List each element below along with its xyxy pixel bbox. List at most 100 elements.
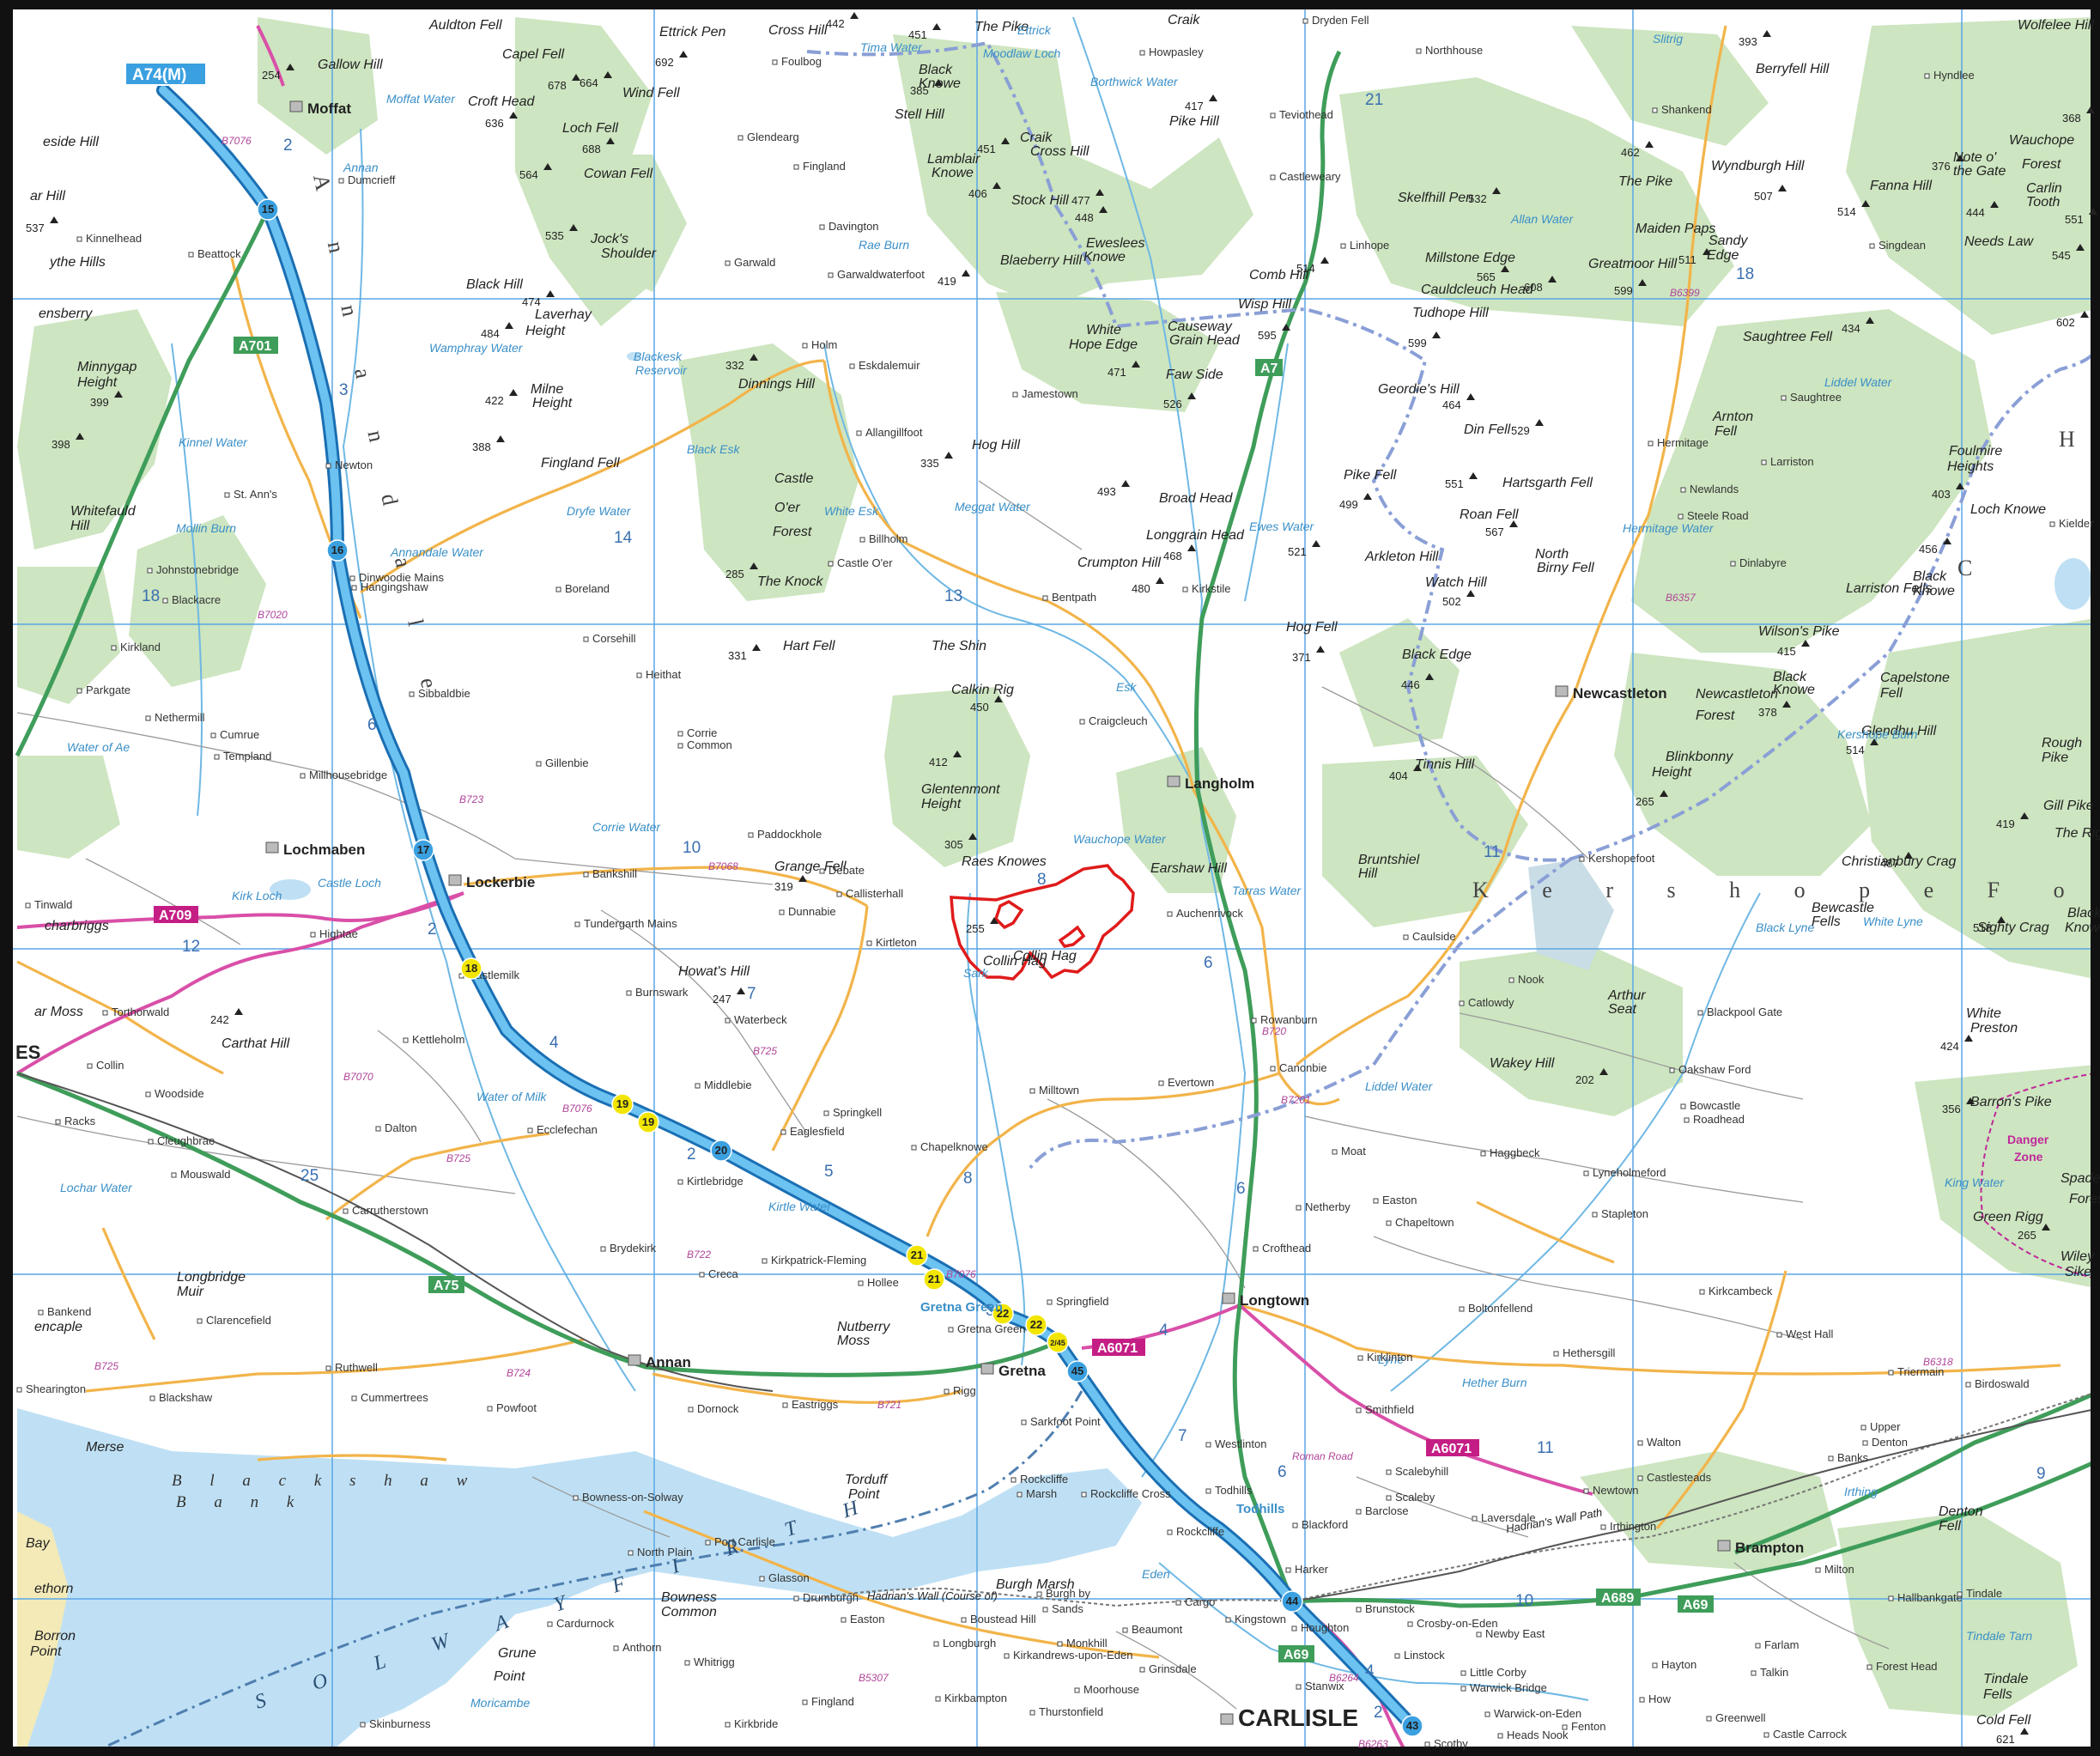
village-marker-icon	[1460, 1670, 1466, 1676]
hill-label: Cross Hill	[768, 23, 828, 38]
water-label: Wauchope Water	[1073, 832, 1167, 846]
town-label-lochmaben[interactable]: Lochmaben	[283, 842, 365, 858]
village-marker-icon	[1225, 1617, 1231, 1623]
village-label: Linstock	[1404, 1649, 1445, 1662]
village-marker-icon	[1697, 1010, 1703, 1016]
junction-marker[interactable]	[326, 539, 349, 562]
junction-marker[interactable]	[923, 1268, 945, 1291]
junction-marker[interactable]	[257, 198, 279, 221]
hill-label: Knowe	[2065, 921, 2100, 935]
hill-label: Bowness	[661, 1590, 717, 1605]
height-label: 621	[1996, 1733, 2015, 1746]
town-label-annan[interactable]: Annan	[646, 1354, 691, 1370]
junction-number: 17	[417, 843, 429, 856]
water-label: Liddel Water	[1365, 1079, 1434, 1093]
study-area-boundary[interactable]	[950, 864, 1135, 981]
junction-marker[interactable]	[637, 1111, 659, 1133]
junction-marker[interactable]	[412, 839, 434, 861]
town-label-lockerbie[interactable]: Lockerbie	[466, 874, 535, 890]
road-shield[interactable]	[1255, 359, 1283, 376]
town-label-langholm[interactable]: Langholm	[1185, 775, 1254, 792]
hill-label: Forest	[1696, 708, 1735, 723]
water-label: Kirtle Water	[768, 1200, 832, 1213]
junction-marker[interactable]	[1047, 1331, 1069, 1353]
village-marker-icon	[1017, 1492, 1023, 1498]
summit-triangle-icon	[992, 182, 1001, 189]
hill-label: Shoulder	[601, 246, 657, 261]
summit-triangle-icon	[1645, 141, 1654, 148]
town-label-longtown[interactable]: Longtown	[1240, 1292, 1309, 1309]
junction-marker[interactable]	[906, 1244, 928, 1267]
village-marker-icon	[1476, 1631, 1482, 1638]
road-shield[interactable]	[1596, 1589, 1641, 1606]
village-label: Sibbaldbie	[418, 687, 470, 700]
hill-label: Muir	[177, 1285, 204, 1299]
road-shield[interactable]	[154, 906, 198, 923]
village-label: Millhousebridge	[309, 769, 387, 781]
road-shield[interactable]	[1426, 1439, 1479, 1456]
hill-label: Fingland Fell	[541, 456, 620, 471]
hill-label: Blaeberry Hill	[1000, 253, 1083, 268]
village-label: Newlands	[1690, 483, 1739, 495]
junction-marker[interactable]	[1025, 1314, 1047, 1336]
grid-number-label: 3	[986, 1302, 995, 1320]
town-marker-icon	[448, 874, 462, 886]
village-marker-icon	[1652, 107, 1658, 113]
village-label: Warwick Bridge	[1470, 1681, 1547, 1694]
village-marker-icon	[76, 236, 82, 242]
junction-marker[interactable]	[710, 1139, 732, 1162]
village-marker-icon	[149, 1395, 155, 1401]
motorway-shield[interactable]	[124, 62, 207, 86]
hill-label: Sike	[2065, 1265, 2091, 1279]
village-label: Kinnelhead	[86, 232, 142, 245]
hill-label: Preston	[1970, 1021, 2018, 1036]
town-label-carlisle[interactable]: CARLISLE	[1238, 1704, 1358, 1731]
village-label: Davington	[828, 220, 879, 233]
water-label: Irthing	[1844, 1485, 1878, 1498]
hill-label: Glentenmont	[921, 782, 1000, 797]
village-label: Kirkcambeck	[1709, 1285, 1773, 1297]
water-label: Wamphray Water	[429, 341, 524, 355]
village-label: Allangillfoot	[865, 426, 923, 439]
road-shield[interactable]	[234, 337, 278, 354]
summit-triangle-icon	[953, 750, 962, 757]
village-label: Craigcleuch	[1089, 714, 1148, 727]
junction-marker[interactable]	[1401, 1715, 1423, 1737]
junction-marker[interactable]	[460, 957, 483, 980]
village-label: Debate	[828, 864, 865, 877]
road-shield[interactable]	[1092, 1339, 1145, 1356]
junction-marker[interactable]	[992, 1303, 1014, 1325]
primary-roads-layer	[15, 50, 2100, 1608]
village-label: Irthington	[1610, 1520, 1656, 1533]
village-label: Kielder	[2059, 517, 2094, 530]
junction-marker[interactable]	[611, 1093, 634, 1115]
height-label: 446	[1401, 678, 1420, 691]
town-label-newcastleton[interactable]: Newcastleton	[1573, 685, 1667, 702]
town-label-brampton[interactable]: Brampton	[1735, 1540, 1804, 1556]
village-label: Rowanburn	[1260, 1013, 1318, 1026]
water-label: Slitrig	[1653, 32, 1683, 46]
road-number-label: B6357	[1666, 592, 1696, 604]
grid-number-label: 21	[1365, 91, 1383, 109]
b-roads-layer	[16, 25, 2061, 1659]
summit-triangle-icon	[509, 389, 518, 396]
hill-label: Knowe	[1913, 584, 1955, 598]
road-shield[interactable]	[1278, 1645, 1314, 1662]
height-label: 255	[966, 922, 985, 935]
grid-number-label: 10	[1515, 1592, 1533, 1610]
village-marker-icon	[1042, 1607, 1048, 1613]
junction-marker[interactable]	[1066, 1360, 1089, 1382]
summit-triangle-icon	[752, 644, 761, 651]
es-edge-label: ES	[15, 1042, 40, 1063]
town-label-moffat[interactable]: Moffat	[307, 100, 351, 117]
village-label: Haggbeck	[1490, 1146, 1540, 1159]
junction-marker[interactable]	[1281, 1590, 1303, 1613]
road-shield[interactable]	[428, 1276, 464, 1293]
village-label: North Plain	[637, 1546, 692, 1559]
town-label-gretna[interactable]: Gretna	[998, 1363, 1046, 1379]
road-shield[interactable]	[1678, 1595, 1714, 1613]
village-marker-icon	[1158, 1080, 1164, 1086]
village-marker-icon	[1270, 1066, 1276, 1072]
village-label: Springfield	[1056, 1295, 1108, 1308]
